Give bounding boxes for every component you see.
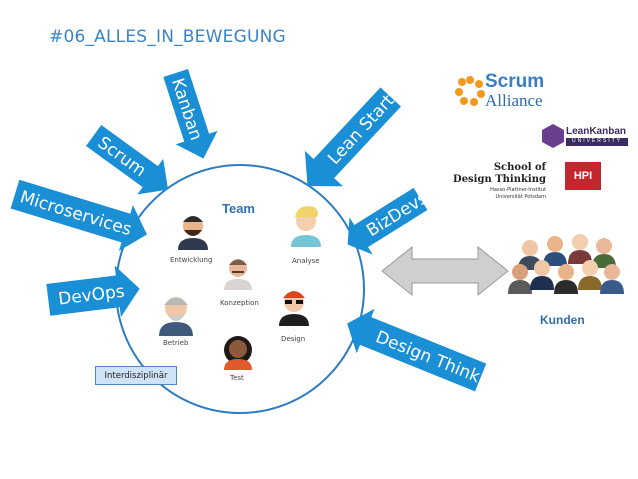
hpi-line4: Universität Potsdam bbox=[495, 194, 546, 200]
scrum-alliance-line1: Scrum bbox=[485, 71, 545, 92]
double-arrow bbox=[381, 245, 509, 297]
leankanban-logo: LeanKanban UNIVERSITY bbox=[538, 123, 630, 149]
arrow-design-thinking-label: Design Thinking bbox=[373, 327, 507, 397]
avatar-analyse bbox=[291, 206, 321, 247]
avatar-konzeption bbox=[224, 259, 252, 290]
slide-title: #06_ALLES_IN_BEWEGUNG bbox=[49, 27, 286, 47]
arrow-design-thinking: Design Thinking bbox=[347, 308, 507, 397]
arrow-lean-startup: Lean Startup bbox=[304, 75, 413, 187]
hpi-logo: School of Design Thinking Hasso-Plattner… bbox=[453, 162, 608, 204]
avatar-betrieb bbox=[159, 297, 193, 336]
leankanban-sub: UNIVERSITY bbox=[566, 138, 628, 146]
avatar-entwicklung bbox=[178, 216, 208, 250]
scrum-alliance-mark-icon bbox=[455, 76, 485, 106]
leankanban-mark-icon bbox=[542, 124, 564, 148]
scrum-alliance-logo: Scrum Alliance bbox=[455, 68, 565, 114]
hpi-line3: Hasso-Plattner-Institut bbox=[490, 187, 546, 193]
role-test: Test bbox=[229, 374, 244, 382]
hpi-line2: Design Thinking bbox=[453, 174, 546, 185]
role-design: Design bbox=[281, 335, 305, 343]
role-analyse: Analyse bbox=[292, 257, 320, 265]
team-title: Team bbox=[222, 201, 255, 216]
interdisciplinary-badge: Interdisziplinär bbox=[95, 366, 177, 385]
arrow-lean-startup-label: Lean Startup bbox=[324, 75, 413, 169]
avatar-test bbox=[224, 336, 252, 370]
hpi-badge: HPI bbox=[565, 162, 601, 190]
role-betrieb: Betrieb bbox=[163, 339, 189, 347]
customers-label: Kunden bbox=[540, 313, 585, 327]
hpi-line1: School of bbox=[493, 162, 546, 173]
role-konzeption: Konzeption bbox=[220, 299, 259, 307]
customers-group bbox=[508, 234, 624, 294]
scrum-alliance-line2: Alliance bbox=[485, 91, 543, 110]
arrow-devops: DevOps bbox=[46, 265, 140, 318]
avatar-design bbox=[279, 291, 309, 326]
arrow-kanban: Kanban bbox=[163, 68, 218, 159]
role-entwicklung: Entwicklung bbox=[170, 256, 212, 264]
leankanban-name: LeanKanban bbox=[566, 126, 627, 137]
